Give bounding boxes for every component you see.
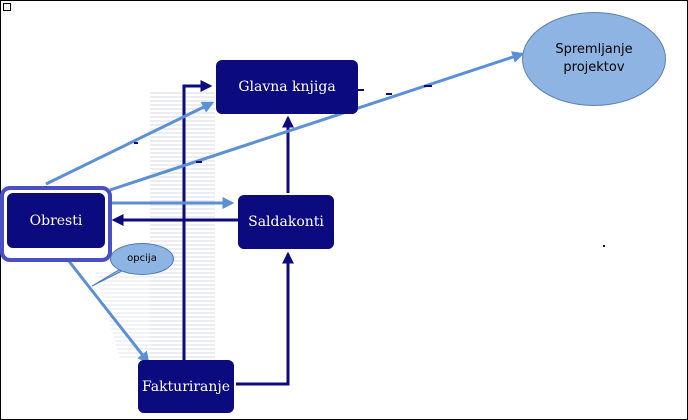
node-saldakonti[interactable]: Saldakonti — [238, 195, 334, 249]
node-fakturiranje-label: Fakturiranje — [141, 378, 231, 395]
link-obresti-to-spremljanje — [109, 51, 525, 192]
link-obresti-to-glavna-knjiga — [45, 101, 215, 186]
obresti-highlight-frame — [0, 186, 112, 262]
dash-marks — [134, 85, 622, 247]
link-obresti-to-fakturiranje — [66, 259, 150, 364]
node-fakturiranje[interactable]: Fakturiranje — [138, 360, 234, 413]
link-fakturiranje-to-saldakonti — [236, 251, 294, 386]
ellipse-spremljanje-line2: projektov — [563, 60, 625, 75]
node-obresti[interactable]: Obresti — [7, 193, 105, 248]
ellipse-spremljanje-projektov[interactable]: Spremljanje projektov — [522, 12, 666, 106]
node-glavna-knjiga-label: Glavna knjiga — [238, 79, 336, 95]
callout-opcija-label: opcija — [127, 253, 157, 265]
ellipse-spremljanje-line1: Spremljanje — [555, 42, 633, 58]
link-fakturiranje-to-glavna-knjiga — [182, 80, 213, 362]
node-glavna-knjiga[interactable]: Glavna knjiga — [216, 60, 358, 114]
node-saldakonti-label: Saldakonti — [248, 214, 324, 230]
node-obresti-label: Obresti — [29, 212, 83, 229]
shading-band-lower — [95, 270, 150, 360]
callout-opcija[interactable]: opcija — [110, 243, 174, 275]
corner-handle[interactable] — [3, 3, 11, 11]
